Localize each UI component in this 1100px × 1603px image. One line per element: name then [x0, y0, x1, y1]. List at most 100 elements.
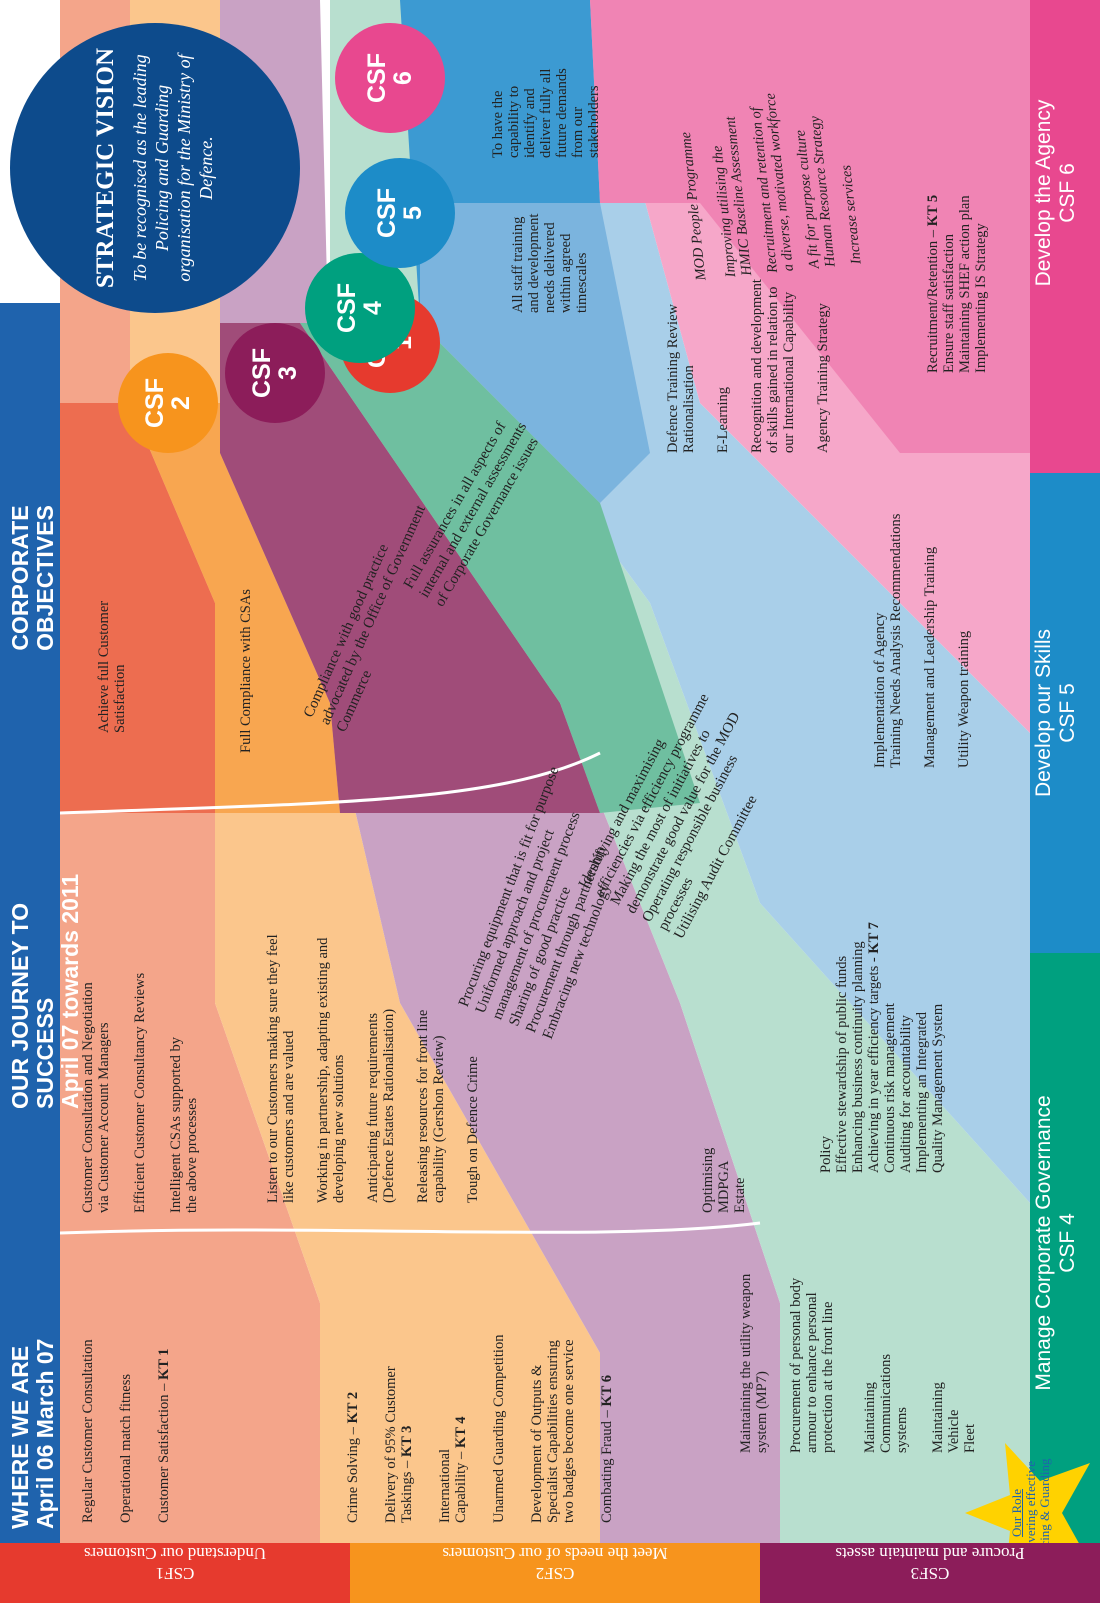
csf1-where-item: Customer Satisfaction – KT 1 [156, 1348, 172, 1523]
bottom-label-csf6-code: CSF 6 [1056, 163, 1079, 223]
csf2-journey-item: Releasing resources for front line [415, 1009, 431, 1203]
csf3-where-list-2: Maintaining Communications systems [862, 1333, 910, 1453]
csf4-journey-item: Enhancing business continuity planning [850, 941, 866, 1173]
vision-title: STRATEGIC VISION [92, 47, 119, 289]
bottom-label-csf4-name: Manage Corporate Governance [1032, 1095, 1055, 1391]
obj-tint-csf2 [130, 403, 340, 813]
csf2-where-item: two badges become one service [561, 1339, 577, 1523]
csf1-objectives: Achieve full Customer Satisfaction [96, 533, 128, 733]
left-strip-csf3: CSF3 Procure and maintain assets [760, 1543, 1100, 1603]
strip-csf6 [1030, 0, 1100, 473]
csf4-journey-item: Effective stewardship of public funds [834, 955, 850, 1173]
left-strip-csf1-text: CSF1 Understand our Customers [0, 1543, 350, 1591]
csf4-circle-num: 4 [359, 301, 387, 315]
csf3-where-item: protection at the front line [820, 1301, 836, 1453]
band-csf2 [130, 0, 600, 1603]
csf6-vision-item: future demands [554, 68, 570, 158]
csf5-journey-item: Management and Leadership Training [922, 546, 938, 768]
csf2-where-item: Unarmed Guarding Competition [491, 1334, 507, 1523]
left-strip-csf1: CSF1 Understand our Customers [0, 1543, 350, 1603]
csf4-journey-item: Continuous risk management [882, 1003, 898, 1173]
divider-journey [59, 751, 601, 815]
obj-tint-csf4 [300, 323, 700, 813]
csf6-circle-num: 6 [389, 71, 417, 85]
csf6-vision-item: To have the [490, 90, 506, 158]
bottom-label-csf5-code: CSF 5 [1056, 683, 1079, 743]
csf3-estate-item: Estate [732, 1177, 748, 1213]
csf3-circle-num: 3 [274, 366, 302, 380]
csf6-vision-item: deliver fully all [538, 68, 554, 158]
csf1-objective-item: Satisfaction [112, 664, 128, 733]
csf3-where-item: armour to enhance personal [804, 1292, 820, 1453]
obj-tint-csf3 [220, 323, 600, 813]
left-strip-csf3-name: Procure and maintain assets [835, 1544, 1025, 1563]
csf1-where-list: Regular Customer Consultation Operationa… [80, 1253, 172, 1523]
csf2-where-item: Delivery of 95% Customer [383, 1366, 399, 1523]
csf2-where-item: Crime Solving – KT 2 [345, 1391, 361, 1523]
header-objectives-sub: OBJECTIVES [32, 505, 58, 651]
csf4-journey-item: Implementing an Integrated [914, 1011, 930, 1173]
csf3-where-list: Maintaining the utility weapon system (M… [738, 1213, 836, 1453]
bottom-label-csf6: Develop the Agency CSF 6 [1032, 43, 1080, 343]
csf5-journey-item: Training Needs Analysis Recommendations [888, 513, 904, 768]
csf3-where-item: Procurement of personal body [788, 1277, 804, 1453]
left-strip-csf3-text: CSF3 Procure and maintain assets [760, 1543, 1100, 1591]
csf5-vision-item: within agreed [558, 233, 574, 313]
left-strip-csf3-code: CSF3 [910, 1564, 950, 1583]
left-strip-csf2-text: CSF2 Meet the needs of our Customers [350, 1543, 760, 1591]
csf3-where-item: Communications [878, 1353, 894, 1453]
csf2-circle-label: CSF [141, 378, 169, 428]
left-strip-csf1-code: CSF1 [155, 1564, 195, 1583]
divider-where [59, 1221, 761, 1235]
csf3-where-item: system (MP7) [754, 1371, 770, 1453]
csf6-vision-item: stakeholders [586, 85, 602, 158]
csf2-where-item: Capability – KT 4 [453, 1416, 469, 1524]
vision-tint-csf5 [400, 0, 600, 323]
csf5-circle: CSF 5 [345, 158, 455, 268]
csf1-where-item: Operational match fitness [118, 1374, 134, 1523]
csf1-where-item: Regular Customer Consultation [80, 1339, 96, 1523]
csf2-where-item: Taskings – KT 3 [399, 1425, 415, 1523]
csf1-objective-item: Achieve full Customer [96, 600, 112, 733]
csf2-journey-list: Listen to our Customers making sure they… [265, 803, 481, 1203]
header-objectives: CORPORATE OBJECTIVES [0, 453, 60, 703]
csf5-circle-label: CSF [373, 188, 401, 238]
left-strip-csf2-code: CSF2 [535, 1564, 575, 1583]
csf2-where-item: Specialist Capabilities ensuring [545, 1340, 561, 1523]
csf4-circle: CSF 4 [305, 253, 415, 363]
obj-tint-csf1 [60, 403, 215, 813]
csf3-estate-item: MDPGA [716, 1160, 732, 1213]
strategic-vision-circle: STRATEGIC VISION To be recognised as the… [10, 23, 300, 313]
csf2-journey-item: Listen to our Customers making sure they… [265, 934, 281, 1203]
strip-csf4 [1030, 953, 1100, 1543]
vision-text: To be recognised as the leading Policing… [130, 54, 216, 282]
bottom-label-csf5-name: Develop our Skills [1032, 628, 1055, 798]
csf6-journey-item: Ensure staff satisfaction [941, 233, 957, 373]
csf1-journey-item: Efficient Customer Consultancy Reviews [132, 972, 148, 1213]
csf5-journey-list: Implementation of Agency Training Needs … [872, 438, 972, 768]
csf1-journey-list: Customer Consultation and Negotiation vi… [80, 823, 200, 1213]
csf3-estate-item: Optimising [700, 1147, 716, 1213]
csf2-circle: CSF 2 [118, 353, 218, 453]
csf6-journey-item: Recruitment/Retention – KT 5 [925, 194, 941, 373]
csf5-circle-num: 5 [399, 206, 427, 220]
csf3-where-item: systems [894, 1407, 910, 1453]
header-journey-title: OUR JOURNEY TO SUCCESS [7, 902, 58, 1109]
bottom-label-csf6-name: Develop the Agency [1032, 99, 1055, 287]
header-where-title: WHERE WE ARE [7, 1345, 33, 1529]
csf2-journey-item: Working in partnership, adapting existin… [315, 937, 331, 1203]
left-strip-csf1-name: Understand our Customers [83, 1544, 267, 1563]
header-objectives-title: CORPORATE [7, 505, 33, 651]
csf4-circle-label: CSF [333, 283, 361, 333]
csf3-circle: CSF 3 [225, 323, 325, 423]
csf6-circle-label: CSF [363, 53, 391, 103]
csf6-circle: CSF 6 [335, 23, 445, 133]
csf2-journey-item: developing new solutions [331, 1054, 347, 1203]
csf2-where-item: Development of Outputs & [529, 1364, 545, 1523]
csf3-where-item: Maintaining [930, 1382, 946, 1453]
bottom-label-csf5: Develop our Skills CSF 5 [1032, 563, 1080, 863]
csf2-journey-item: capability (Gershon Review) [431, 1035, 447, 1203]
csf2-journey-item: (Defence Estates Rationalisation) [381, 1008, 397, 1203]
csf3-where-item: Maintaining the utility weapon [738, 1273, 754, 1453]
